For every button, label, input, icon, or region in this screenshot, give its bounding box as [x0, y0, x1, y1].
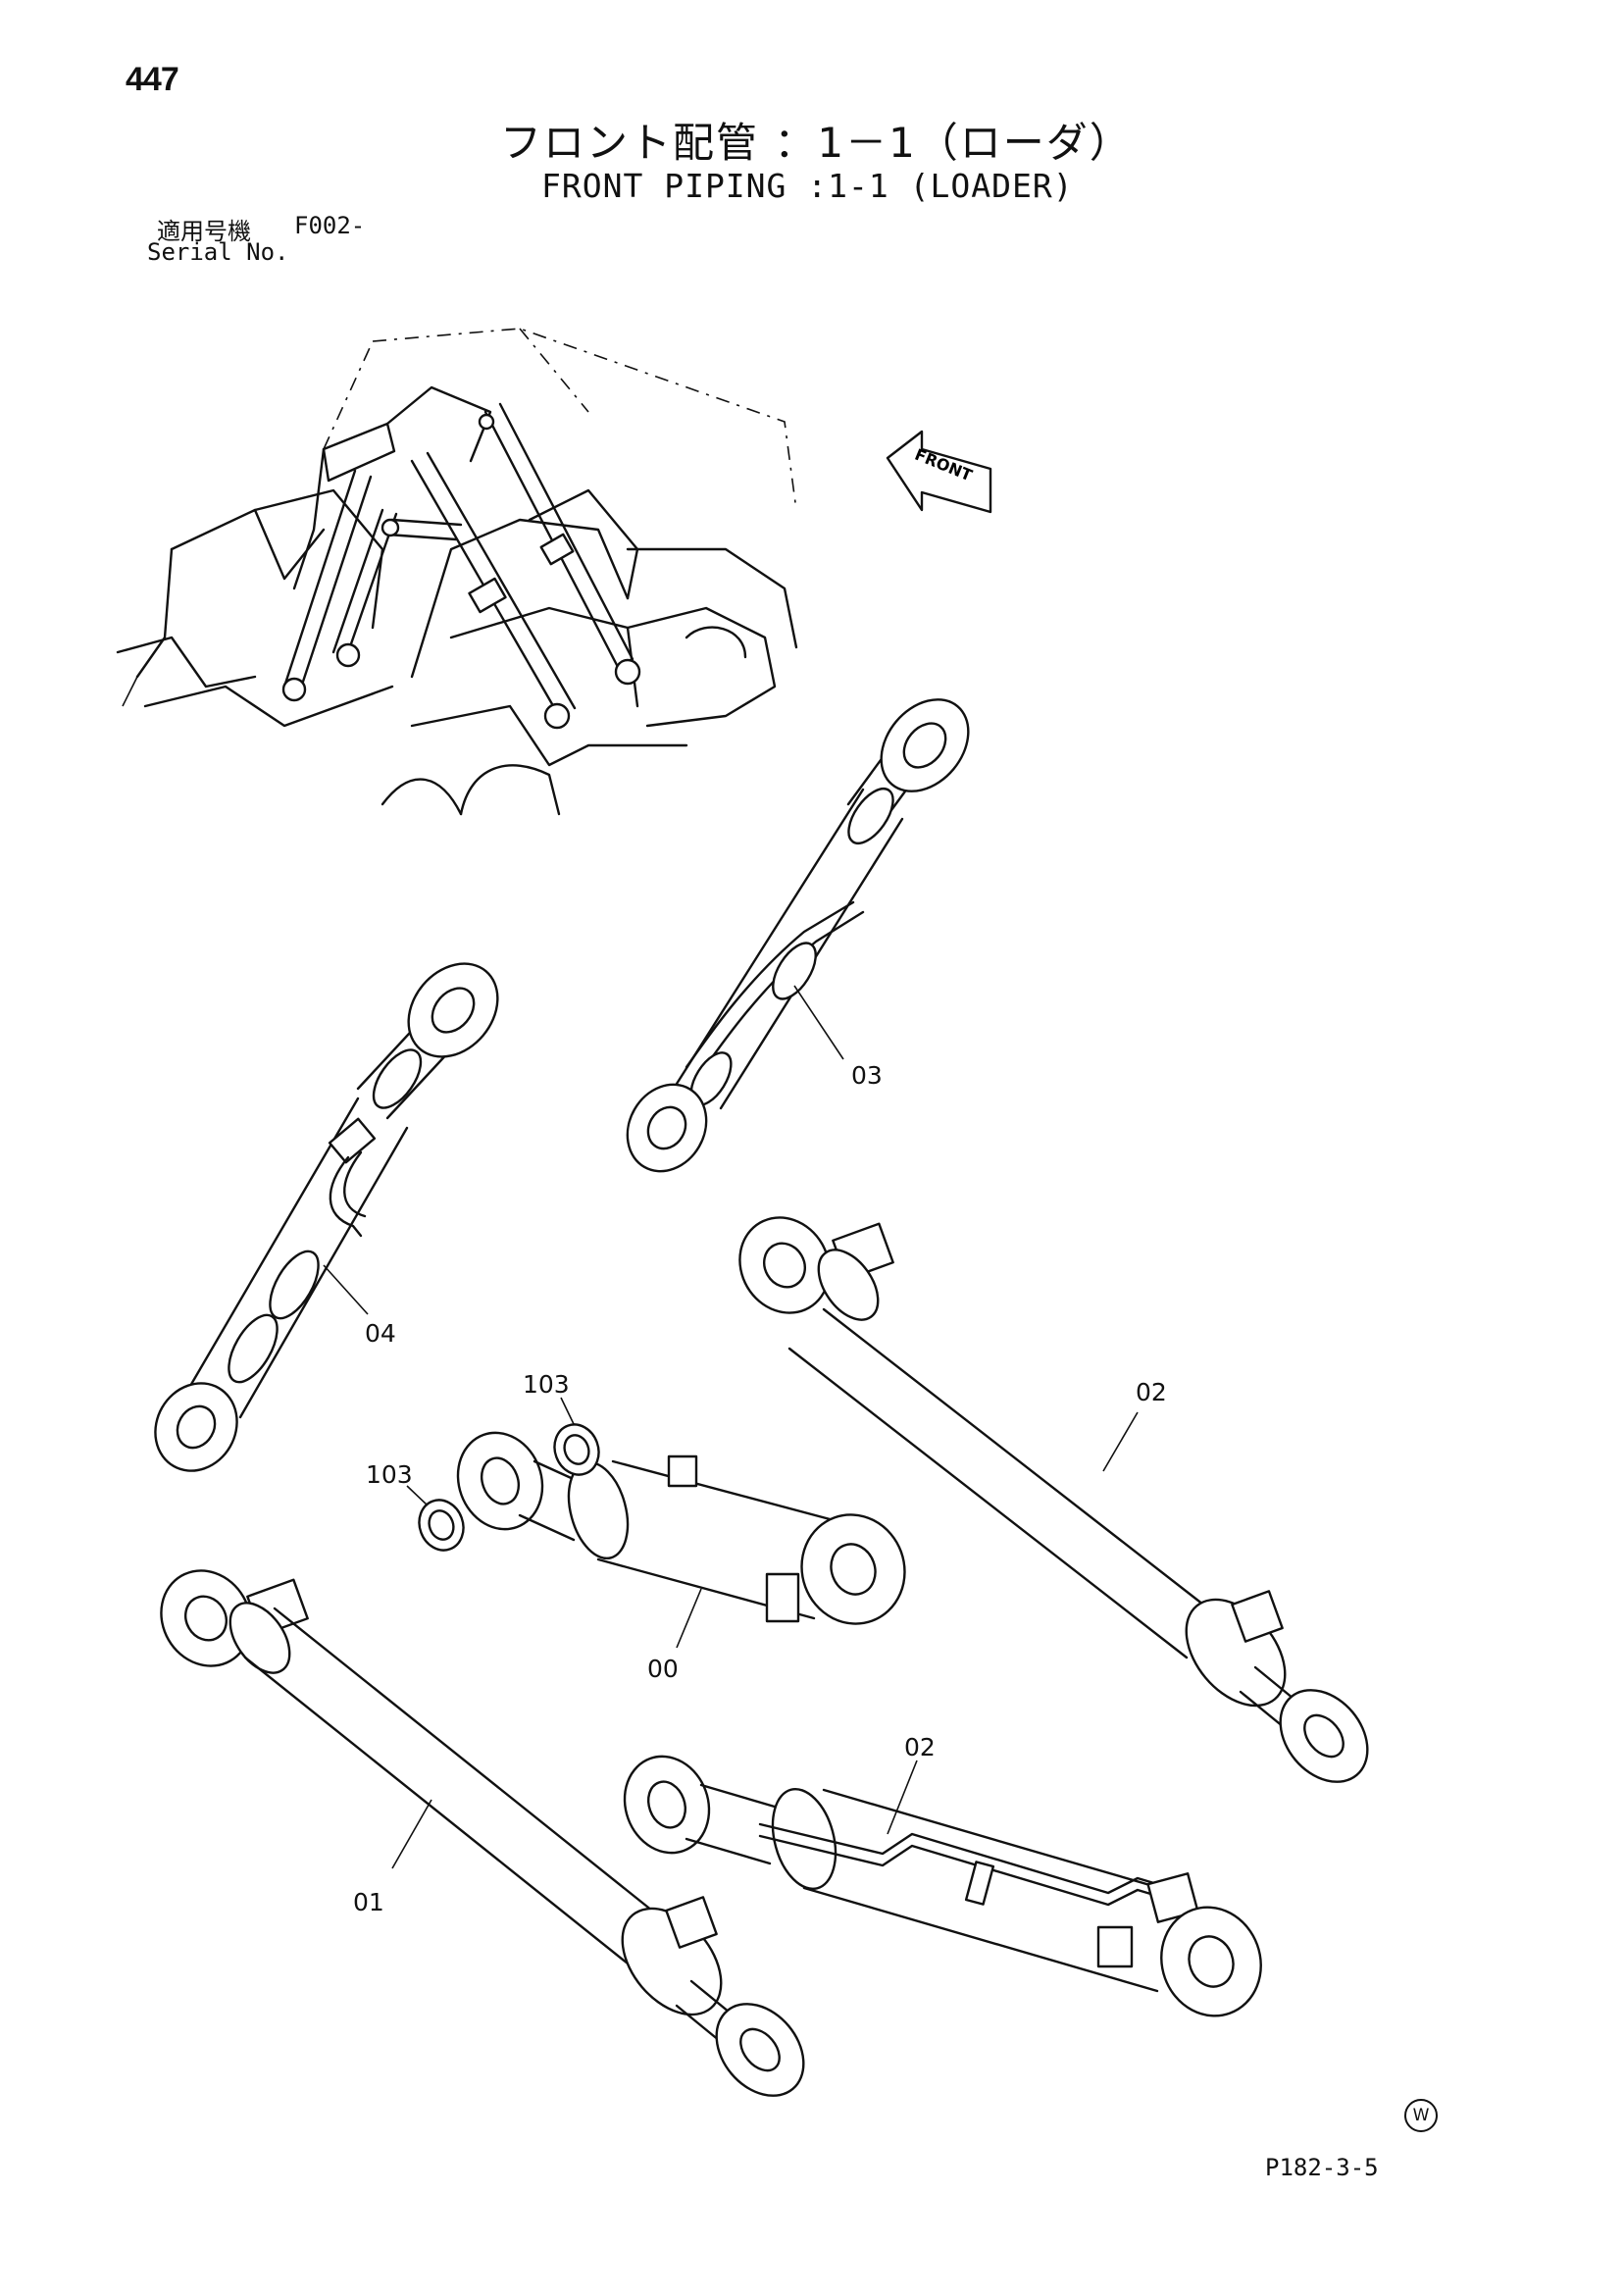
callout-03: 03 — [851, 1061, 883, 1090]
cylinder-part-01 — [623, 1755, 1262, 2017]
page-reference: P182-3-5 — [1265, 2154, 1379, 2181]
callout-02-left: 01 — [353, 1888, 384, 1916]
callout-02-right: 02 — [1136, 1378, 1167, 1406]
cylinder-part-04 — [154, 962, 499, 1472]
callout-103-lower: 103 — [366, 1460, 413, 1489]
cylinder-part-03 — [626, 698, 970, 1173]
page-number: 447 — [126, 61, 179, 98]
seal-part-103-upper — [553, 1397, 600, 1476]
copyright-mark: W — [1404, 2099, 1438, 2132]
front-direction-arrow: FRONT — [886, 430, 992, 514]
cylinder-part-02-left — [160, 1569, 805, 2097]
callout-103-upper: 103 — [523, 1370, 570, 1399]
callout-01: 02 — [904, 1733, 936, 1761]
loader-frame-overview — [116, 328, 798, 816]
cylinder-part-00 — [456, 1431, 906, 1649]
serial-number-value: F002- — [294, 212, 366, 239]
serial-label-japanese: 適用号機 — [157, 218, 251, 245]
serial-label-english: Serial No. — [147, 238, 289, 266]
callout-00: 00 — [647, 1655, 679, 1683]
cylinder-part-02-right — [738, 1216, 1369, 1783]
seal-part-103-lower — [406, 1485, 465, 1552]
page-title-english: FRONT PIPING :1-1 (LOADER) — [541, 167, 1074, 205]
page-title-japanese: フロント配管 ：1－1（ローダ） — [500, 119, 1133, 167]
callout-04: 04 — [365, 1319, 396, 1348]
